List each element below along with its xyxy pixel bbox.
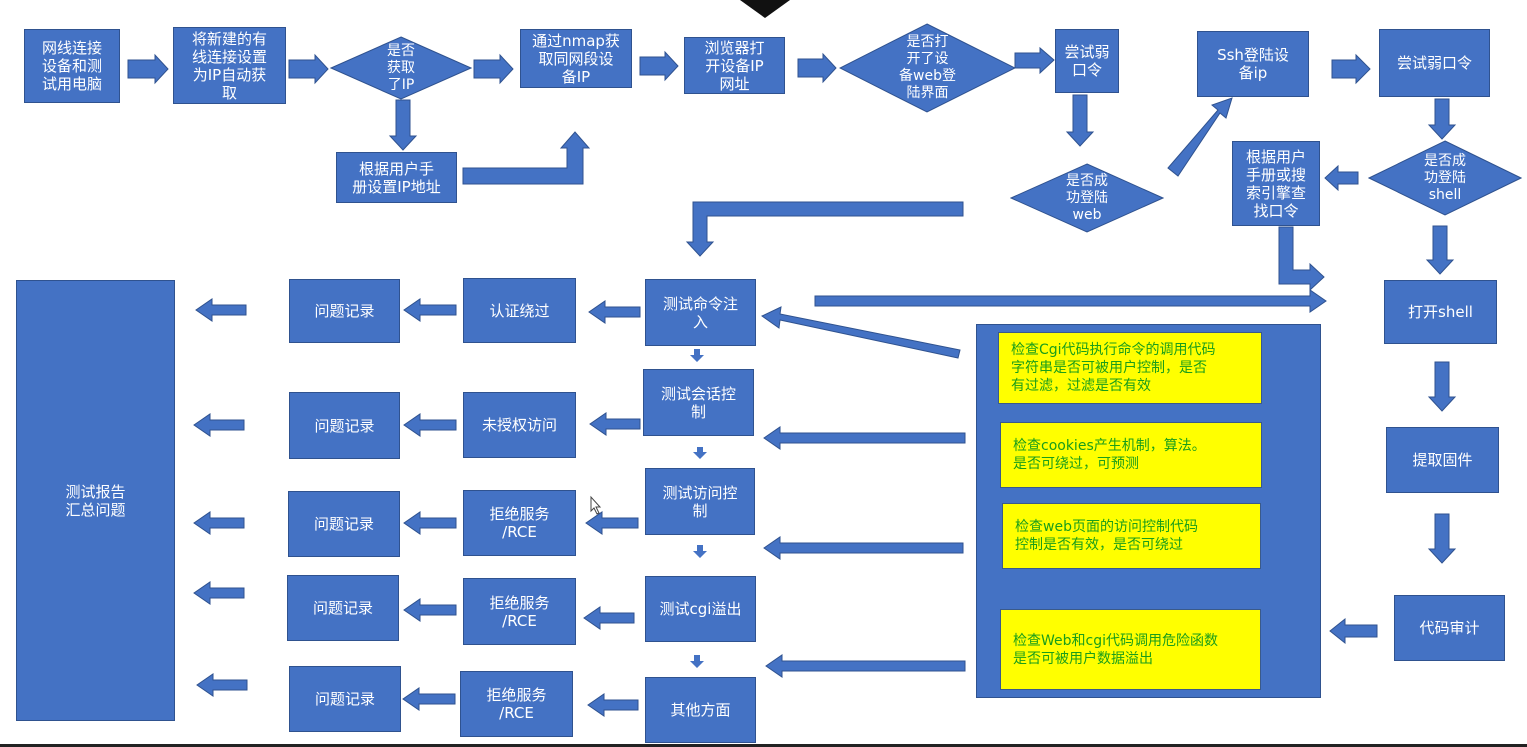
arrow-down-icon (1425, 225, 1455, 275)
arrow-left-icon (193, 511, 245, 535)
arrow-left-icon (193, 581, 245, 605)
arrow-right-icon (639, 50, 679, 82)
arrow-left-icon (583, 606, 635, 630)
arrow-down-icon (693, 545, 707, 558)
decision-shell-ok: 是否成 功登陆 shell (1368, 140, 1522, 216)
arrow-right-icon (127, 53, 169, 85)
arrow-right-icon (288, 53, 329, 85)
arrow-left-icon (763, 536, 964, 560)
node-record-3: 问题记录 (288, 491, 400, 557)
node-record-1: 问题记录 (289, 279, 400, 343)
check-danger-func: 检查Web和cgi代码调用危险函数 是否可被用户数据溢出 (1000, 609, 1261, 690)
node-connect-pc: 网线连接 设备和测 试用电脑 (24, 29, 120, 103)
arrow-left-icon (761, 306, 961, 359)
arrow-elbow-icon (1278, 226, 1325, 292)
node-auth-bypass: 认证绕过 (463, 278, 576, 343)
arrow-left-icon (763, 426, 966, 450)
arrow-down-icon (388, 99, 418, 151)
check-cgi-cmd: 检查Cgi代码执行命令的调用代码 字符串是否可被用户控制，是否 有过滤，过滤是否… (998, 332, 1262, 404)
node-code-audit: 代码审计 (1394, 595, 1505, 661)
node-dos-rce-3: 拒绝服务 /RCE (460, 671, 573, 737)
arrow-left-icon (765, 654, 966, 678)
arrow-down-icon (1427, 98, 1457, 140)
arrow-left-icon (1329, 617, 1378, 645)
node-browser: 浏览器打 开设备IP 网址 (684, 37, 785, 94)
check-cookies: 检查cookies产生机制，算法。 是否可绕过，可预测 (1000, 422, 1262, 488)
arrow-down-icon (1065, 94, 1095, 147)
node-nmap: 通过nmap获 取同网段设 备IP (520, 29, 632, 88)
arrow-down-icon (1427, 361, 1457, 412)
arrow-down-icon (690, 349, 704, 362)
arrow-left-icon (403, 511, 457, 535)
node-manual-ip: 根据用户手 册设置IP地址 (336, 152, 457, 203)
node-set-dhcp: 将新建的有 线连接设置 为IP自动获 取 (173, 27, 286, 104)
arrow-elbow-icon (462, 131, 591, 185)
node-other: 其他方面 (645, 677, 756, 743)
node-record-2: 问题记录 (289, 392, 400, 459)
node-dos-rce-2: 拒绝服务 /RCE (463, 578, 576, 645)
node-record-5: 问题记录 (289, 666, 401, 732)
arrow-left-icon (403, 413, 457, 437)
arrow-right-icon (797, 52, 837, 84)
arrow-diagonal-icon (1167, 97, 1233, 177)
decision-web-login-ok-label: 是否成 功登陆 web (1066, 172, 1108, 223)
arrow-left-icon (403, 598, 457, 622)
node-open-shell: 打开shell (1384, 280, 1497, 344)
arrow-right-icon (473, 53, 514, 85)
arrow-down-icon (693, 447, 707, 459)
node-extract-fw: 提取固件 (1386, 427, 1499, 493)
arrow-elbow-icon (685, 201, 964, 257)
arrow-down-icon (1427, 513, 1457, 564)
arrow-left-icon (585, 511, 639, 535)
arrow-right-icon (814, 289, 1327, 313)
arrow-left-icon (195, 298, 247, 322)
arrow-left-icon (196, 673, 248, 697)
node-ssh-login: Ssh登陆设 备ip (1197, 31, 1309, 97)
bottom-border (0, 744, 1527, 747)
node-test-access: 测试访问控 制 (645, 468, 755, 535)
node-weak-pwd-ssh: 尝试弱口令 (1379, 29, 1490, 97)
top-marker-icon (740, 0, 790, 18)
decision-web-login-page-label: 是否打 开了设 备web登 陆界面 (899, 34, 956, 101)
node-test-session: 测试会话控 制 (643, 369, 754, 436)
node-record-4: 问题记录 (287, 575, 399, 641)
decision-web-login-page: 是否打 开了设 备web登 陆界面 (839, 23, 1016, 113)
node-weak-pwd-web: 尝试弱 口令 (1055, 29, 1119, 93)
node-dos-rce-1: 拒绝服务 /RCE (463, 490, 576, 556)
decision-shell-ok-label: 是否成 功登陆 shell (1424, 152, 1466, 203)
arrow-left-icon (587, 693, 639, 717)
arrow-left-icon (403, 298, 457, 322)
mouse-cursor-icon (590, 495, 602, 515)
arrow-right-icon (1014, 46, 1055, 75)
node-find-pwd: 根据用户 手册或搜 索引擎查 找口令 (1232, 141, 1320, 226)
arrow-left-icon (1324, 164, 1359, 192)
arrow-down-icon (690, 655, 704, 668)
decision-got-ip-label: 是否 获取 了IP (387, 42, 415, 93)
arrow-left-icon (589, 412, 641, 436)
arrow-left-icon (588, 300, 641, 324)
arrow-left-icon (402, 687, 456, 711)
arrow-right-icon (1331, 53, 1371, 85)
node-unauth-access: 未授权访问 (463, 392, 576, 458)
check-web-access: 检查web页面的访问控制代码 控制是否有效，是否可绕过 (1002, 503, 1261, 569)
node-report: 测试报告 汇总问题 (16, 280, 175, 721)
decision-web-login-ok: 是否成 功登陆 web (1010, 163, 1164, 233)
node-test-cgi: 测试cgi溢出 (645, 576, 756, 642)
arrow-left-icon (193, 413, 245, 437)
node-test-cmd-inj: 测试命令注 入 (645, 279, 756, 346)
decision-got-ip: 是否 获取 了IP (330, 36, 472, 100)
